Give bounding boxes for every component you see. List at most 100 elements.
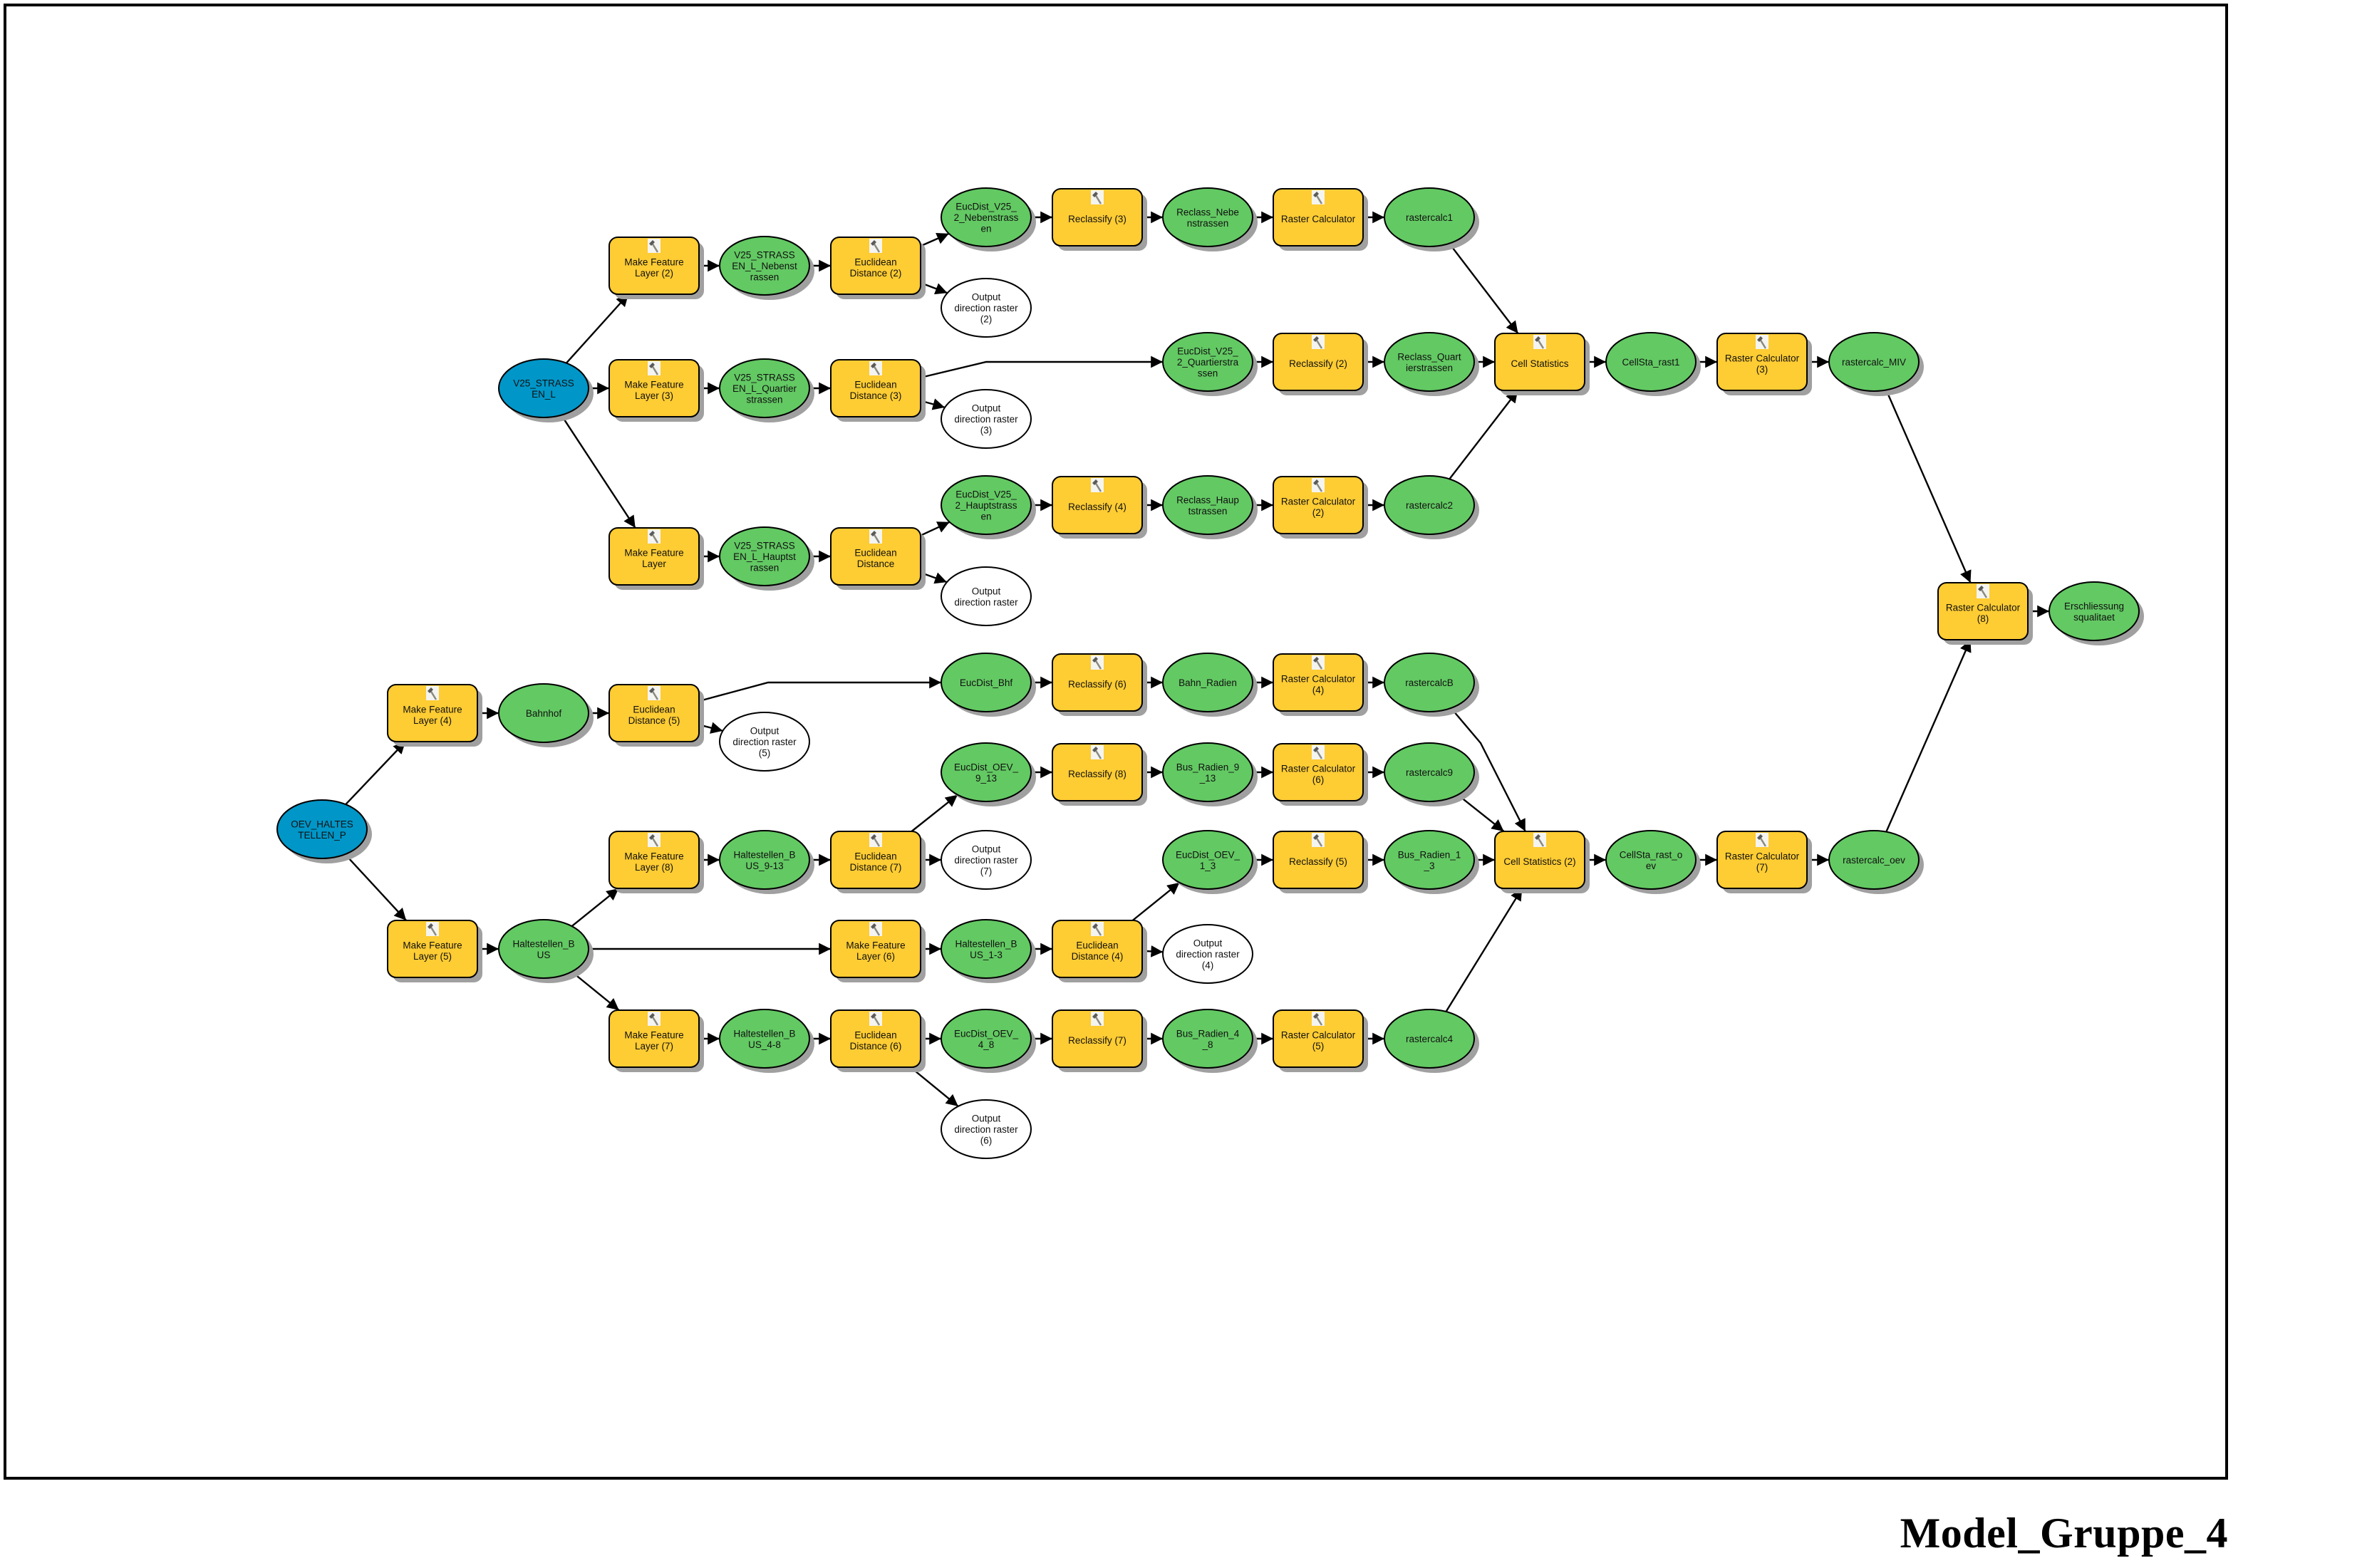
data-ellipse[interactable] — [1162, 653, 1253, 712]
connector-v25_strassen_l-to-mfl2[interactable] — [566, 294, 629, 364]
tool-box[interactable] — [1052, 476, 1143, 534]
data-ellipse[interactable] — [1384, 1009, 1475, 1069]
tool-box[interactable] — [608, 831, 700, 889]
tool-node-recl4[interactable]: Reclassify (4) — [1052, 476, 1147, 539]
data-ellipse[interactable] — [941, 830, 1032, 890]
tool-node-recl3[interactable]: Reclassify (3) — [1052, 188, 1147, 251]
tool-box[interactable] — [608, 1009, 700, 1068]
data-ellipse[interactable] — [276, 799, 368, 859]
derived-data-node-hs_bus_1_3[interactable]: Haltestellen_BUS_1-3 — [941, 919, 1036, 983]
tool-box[interactable] — [1273, 476, 1364, 534]
derived-data-node-eucdist_oev_9_13[interactable]: EucDist_OEV_9_13 — [941, 742, 1036, 806]
tool-node-rc6[interactable]: Raster Calculator(6) — [1273, 743, 1368, 806]
data-ellipse[interactable] — [941, 278, 1032, 338]
tool-box[interactable] — [1273, 1009, 1364, 1068]
data-ellipse[interactable] — [941, 742, 1032, 802]
data-ellipse[interactable] — [1605, 332, 1697, 392]
connector-eucd5-to-eucdist_bhf[interactable] — [698, 676, 941, 702]
tool-node-rc8[interactable]: Raster Calculator(8) — [1937, 582, 2033, 645]
tool-node-recl7[interactable]: Reclassify (7) — [1052, 1009, 1147, 1072]
derived-data-node-rastercalc2[interactable]: rastercalc2 — [1384, 475, 1479, 539]
connector-rastercalc_oev-to-rc8[interactable] — [1885, 639, 1972, 833]
data-ellipse[interactable] — [1162, 1009, 1253, 1069]
connector-rastercalc1-to-cellstat1[interactable] — [1449, 242, 1519, 334]
tool-box[interactable] — [830, 1009, 921, 1068]
tool-node-cellstat2[interactable]: Cell Statistics (2) — [1494, 831, 1590, 893]
tool-box[interactable] — [830, 237, 921, 295]
tool-box[interactable] — [1273, 743, 1364, 801]
derived-data-node-rastercalc9[interactable]: rastercalc9 — [1384, 742, 1479, 806]
tool-box[interactable] — [1052, 188, 1143, 246]
data-ellipse[interactable] — [941, 653, 1032, 712]
data-ellipse[interactable] — [1384, 830, 1475, 890]
tool-box[interactable] — [1716, 831, 1808, 889]
tool-box[interactable] — [1273, 188, 1364, 246]
connector-rastercalc9-to-cellstat2[interactable] — [1457, 794, 1505, 832]
data-ellipse[interactable] — [1162, 830, 1253, 890]
tool-node-recl6[interactable]: Reclassify (6) — [1052, 653, 1147, 716]
derived-data-node-rastercalc_oev[interactable]: rastercalc_oev — [1828, 830, 1924, 894]
data-ellipse[interactable] — [1162, 742, 1253, 802]
data-ellipse[interactable] — [719, 236, 810, 296]
data-ellipse[interactable] — [1605, 830, 1697, 890]
data-ellipse[interactable] — [719, 1009, 810, 1069]
derived-data-node-eucdist_oev_1_3[interactable]: EucDist_OEV_1_3 — [1162, 830, 1258, 894]
connector-eucd3-to-eucdist_quart[interactable] — [920, 355, 1163, 379]
derived-data-node-rastercalc4[interactable]: rastercalc4 — [1384, 1009, 1479, 1073]
connector-eucd1-to-eucdist_haupt[interactable] — [920, 521, 951, 536]
derived-data-node-cellsta_rast1[interactable]: CellSta_rast1 — [1605, 332, 1701, 396]
data-ellipse[interactable] — [941, 1099, 1032, 1159]
data-ellipse[interactable] — [498, 683, 589, 743]
derived-data-node-hs_bus_9_13[interactable]: Haltestellen_BUS_9-13 — [719, 830, 814, 894]
tool-box[interactable] — [608, 684, 700, 742]
derived-data-node-bus_radien_9_13[interactable]: Bus_Radien_9_13 — [1162, 742, 1258, 806]
tool-node-rc1[interactable]: Raster Calculator — [1273, 188, 1368, 251]
tool-box[interactable] — [1273, 333, 1364, 391]
data-ellipse[interactable] — [1162, 332, 1253, 392]
tool-box[interactable] — [608, 359, 700, 417]
tool-box[interactable] — [608, 527, 700, 586]
data-ellipse[interactable] — [1162, 187, 1253, 247]
data-ellipse[interactable] — [719, 712, 810, 772]
connector-v25_strassen_l-to-mfl1[interactable] — [560, 415, 636, 529]
data-ellipse[interactable] — [1384, 332, 1475, 392]
tool-box[interactable] — [830, 527, 921, 586]
connector-eucd6-to-out6[interactable] — [910, 1066, 959, 1107]
derived-data-node-bahn_radien[interactable]: Bahn_Radien — [1162, 653, 1258, 717]
data-ellipse[interactable] — [941, 389, 1032, 449]
derived-data-node-bus_radien_1_3[interactable]: Bus_Radien_1_3 — [1384, 830, 1479, 894]
tool-node-cellstat1[interactable]: Cell Statistics — [1494, 333, 1590, 395]
connector-eucd7-to-eucdist_oev_9_13[interactable] — [911, 794, 958, 832]
tool-box[interactable] — [1052, 653, 1143, 712]
connector-eucd4-to-eucdist_oev_1_3[interactable] — [1131, 881, 1181, 921]
data-ellipse[interactable] — [941, 919, 1032, 979]
tool-box[interactable] — [830, 831, 921, 889]
data-ellipse[interactable] — [941, 1009, 1032, 1069]
tool-box[interactable] — [830, 920, 921, 978]
tool-box[interactable] — [1052, 920, 1143, 978]
data-ellipse[interactable] — [719, 830, 810, 890]
tool-node-rc2[interactable]: Raster Calculator(2) — [1273, 476, 1368, 539]
derived-data-node-rastercalc_miv[interactable]: rastercalc_MIV — [1828, 332, 1924, 396]
